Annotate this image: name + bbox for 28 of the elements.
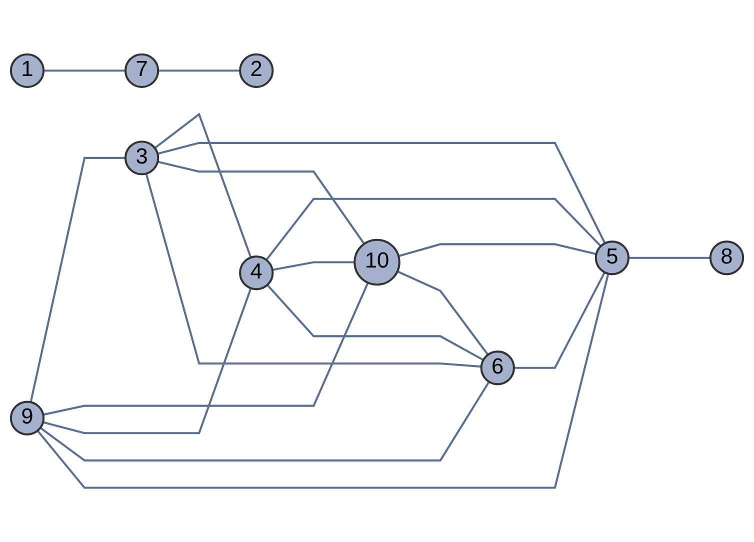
connector xyxy=(266,198,602,261)
connector xyxy=(42,288,252,434)
connector xyxy=(44,70,126,72)
node-circle: 6 xyxy=(480,350,515,386)
connector xyxy=(154,112,252,258)
connector xyxy=(40,381,490,462)
connector xyxy=(514,272,606,369)
connector xyxy=(30,156,126,402)
connector xyxy=(266,284,484,361)
node-circle: 3 xyxy=(124,140,160,176)
connector xyxy=(36,273,610,489)
node-circle: 1 xyxy=(10,53,45,88)
connector xyxy=(158,70,240,72)
node-circle: 10 xyxy=(354,238,400,286)
node-circle: 4 xyxy=(239,256,274,290)
connector xyxy=(398,243,597,258)
connector xyxy=(628,256,710,259)
node-circle: 2 xyxy=(239,53,274,88)
connector xyxy=(145,173,482,368)
connector xyxy=(272,261,355,271)
connector xyxy=(157,160,366,244)
node-circle: 7 xyxy=(124,53,160,88)
node-circle: 9 xyxy=(10,400,45,436)
connector xyxy=(157,142,606,244)
node-circle: 5 xyxy=(594,240,630,276)
node-circle: 8 xyxy=(709,240,744,276)
connector xyxy=(396,270,489,356)
connector xyxy=(42,282,369,416)
